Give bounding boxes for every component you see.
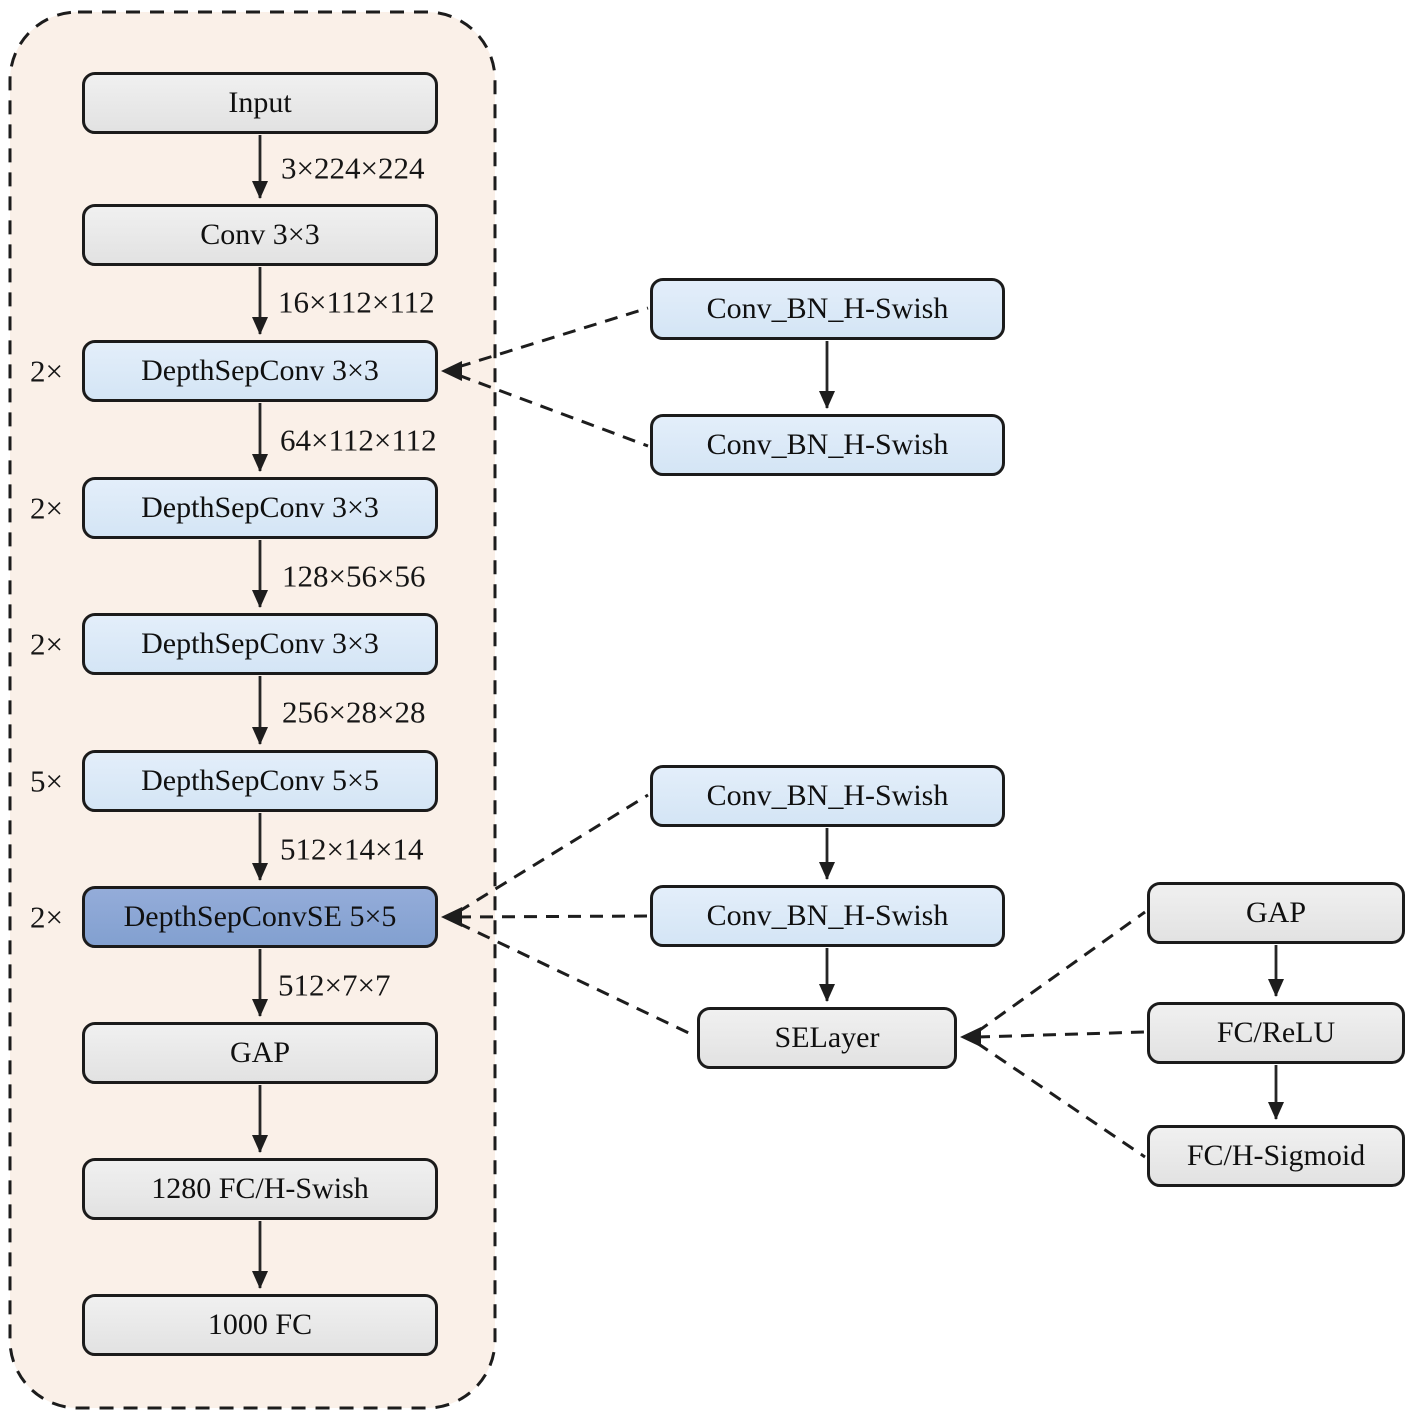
dashed-link-arrowheads [441,361,981,1047]
node-selayer: SELayer [697,1007,957,1069]
node-depthsepconv-3x3-3: DepthSepConv 3×3 [82,613,438,675]
dim-label-6: 512×14×14 [280,831,424,867]
node-conv-bn-hswish-a1: Conv_BN_H-Swish [650,278,1005,340]
node-depthsepconv-3x3-2: DepthSepConv 3×3 [82,477,438,539]
dim-label-2: 16×112×112 [278,284,435,320]
multiplier-label-5: 2× [30,899,63,935]
node-depthsepconvse-5x5: DepthSepConvSE 5×5 [82,886,438,948]
expansion-arrows [819,341,1284,1120]
multiplier-label-1: 2× [30,353,63,389]
multiplier-label-4: 5× [30,763,63,799]
multiplier-label-2: 2× [30,490,63,526]
dim-label-3: 64×112×112 [280,422,437,458]
node-se-gap: GAP [1147,882,1405,944]
node-fc-1000: 1000 FC [82,1294,438,1356]
dim-label-4: 128×56×56 [282,558,426,594]
node-gap: GAP [82,1022,438,1084]
node-conv-3x3: Conv 3×3 [82,204,438,266]
node-depthsepconv-3x3-1: DepthSepConv 3×3 [82,340,438,402]
dim-label-1: 3×224×224 [281,150,425,186]
node-se-fc-relu: FC/ReLU [1147,1002,1405,1064]
dashed-links [457,306,1146,1159]
dim-label-5: 256×28×28 [282,694,426,730]
node-conv-bn-hswish-b2: Conv_BN_H-Swish [650,885,1005,947]
node-se-fc-hsigmoid: FC/H-Sigmoid [1147,1125,1405,1187]
node-fc-1280: 1280 FC/H-Swish [82,1158,438,1220]
node-input: Input [82,72,438,134]
dim-label-7: 512×7×7 [278,967,391,1003]
node-depthsepconv-5x5: DepthSepConv 5×5 [82,750,438,812]
node-conv-bn-hswish-b1: Conv_BN_H-Swish [650,765,1005,827]
multiplier-label-3: 2× [30,626,63,662]
node-conv-bn-hswish-a2: Conv_BN_H-Swish [650,414,1005,476]
